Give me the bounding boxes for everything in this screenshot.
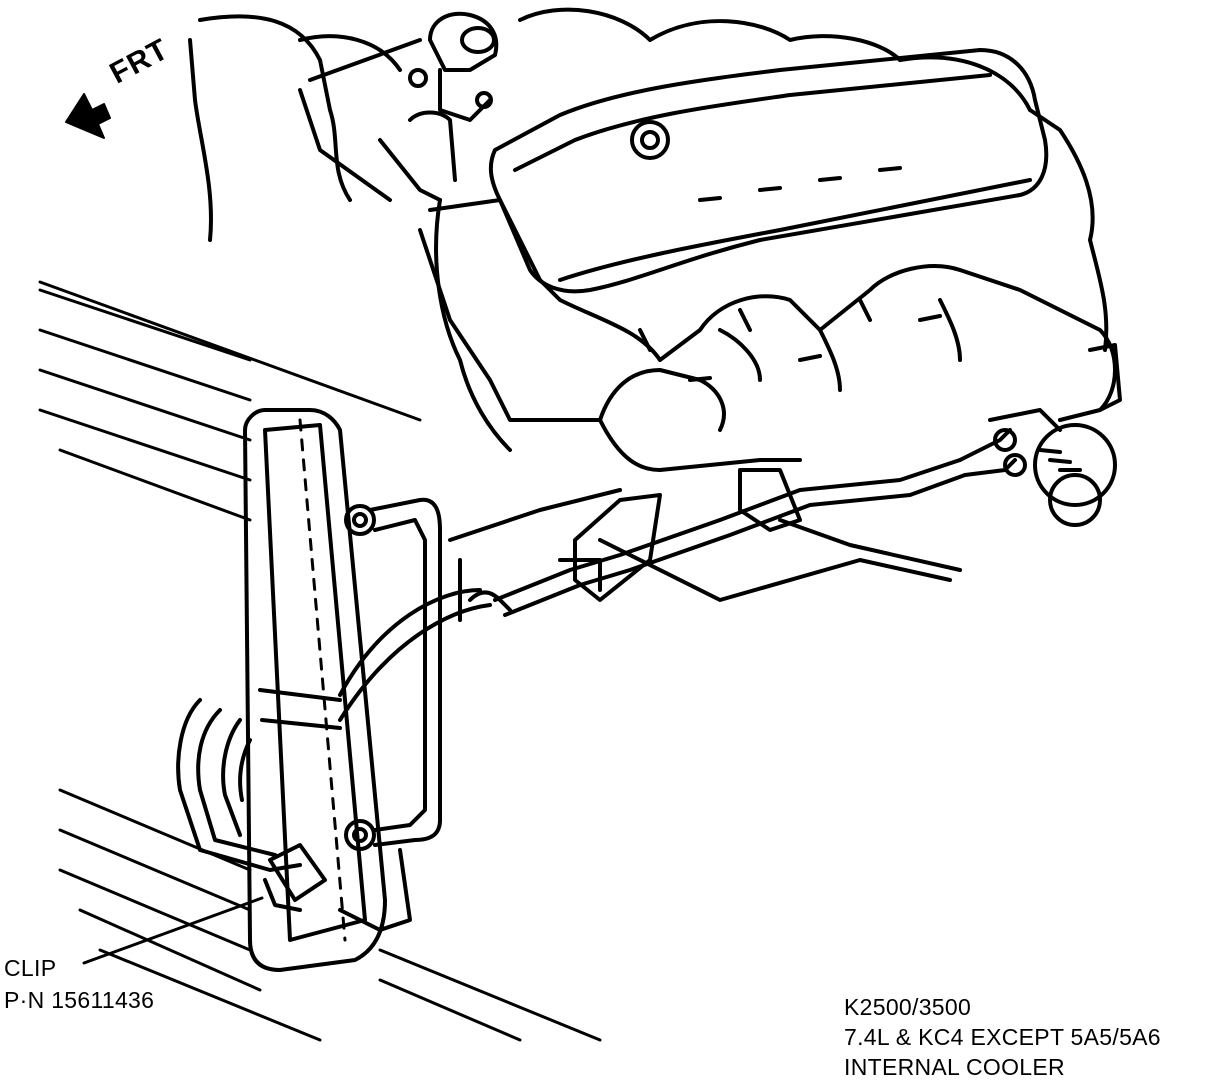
model-line-2: 7.4L & KC4 EXCEPT 5A5/5A6 (844, 1024, 1161, 1050)
model-caption: K2500/3500 7.4L & KC4 EXCEPT 5A5/5A6 INT… (844, 992, 1161, 1082)
model-line-1: K2500/3500 (844, 994, 972, 1020)
part-number-label: P·N 15611436 (4, 987, 155, 1013)
oil-cooler-tank (243, 408, 387, 972)
clip-callout-label: CLIP (4, 955, 57, 981)
clip-bracket (263, 468, 802, 912)
exhaust-manifold (418, 198, 1122, 472)
frame-rail (434, 198, 962, 622)
engine-block (188, 7, 1109, 352)
clip-leader-line (82, 896, 264, 965)
model-line-3: INTERNAL COOLER (844, 1054, 1065, 1080)
radiator-core (38, 280, 602, 1042)
transmission-fittings (988, 408, 1117, 527)
valve-cover (488, 48, 1049, 294)
cooler-lines (176, 428, 1017, 932)
front-arrow-icon (65, 93, 111, 139)
